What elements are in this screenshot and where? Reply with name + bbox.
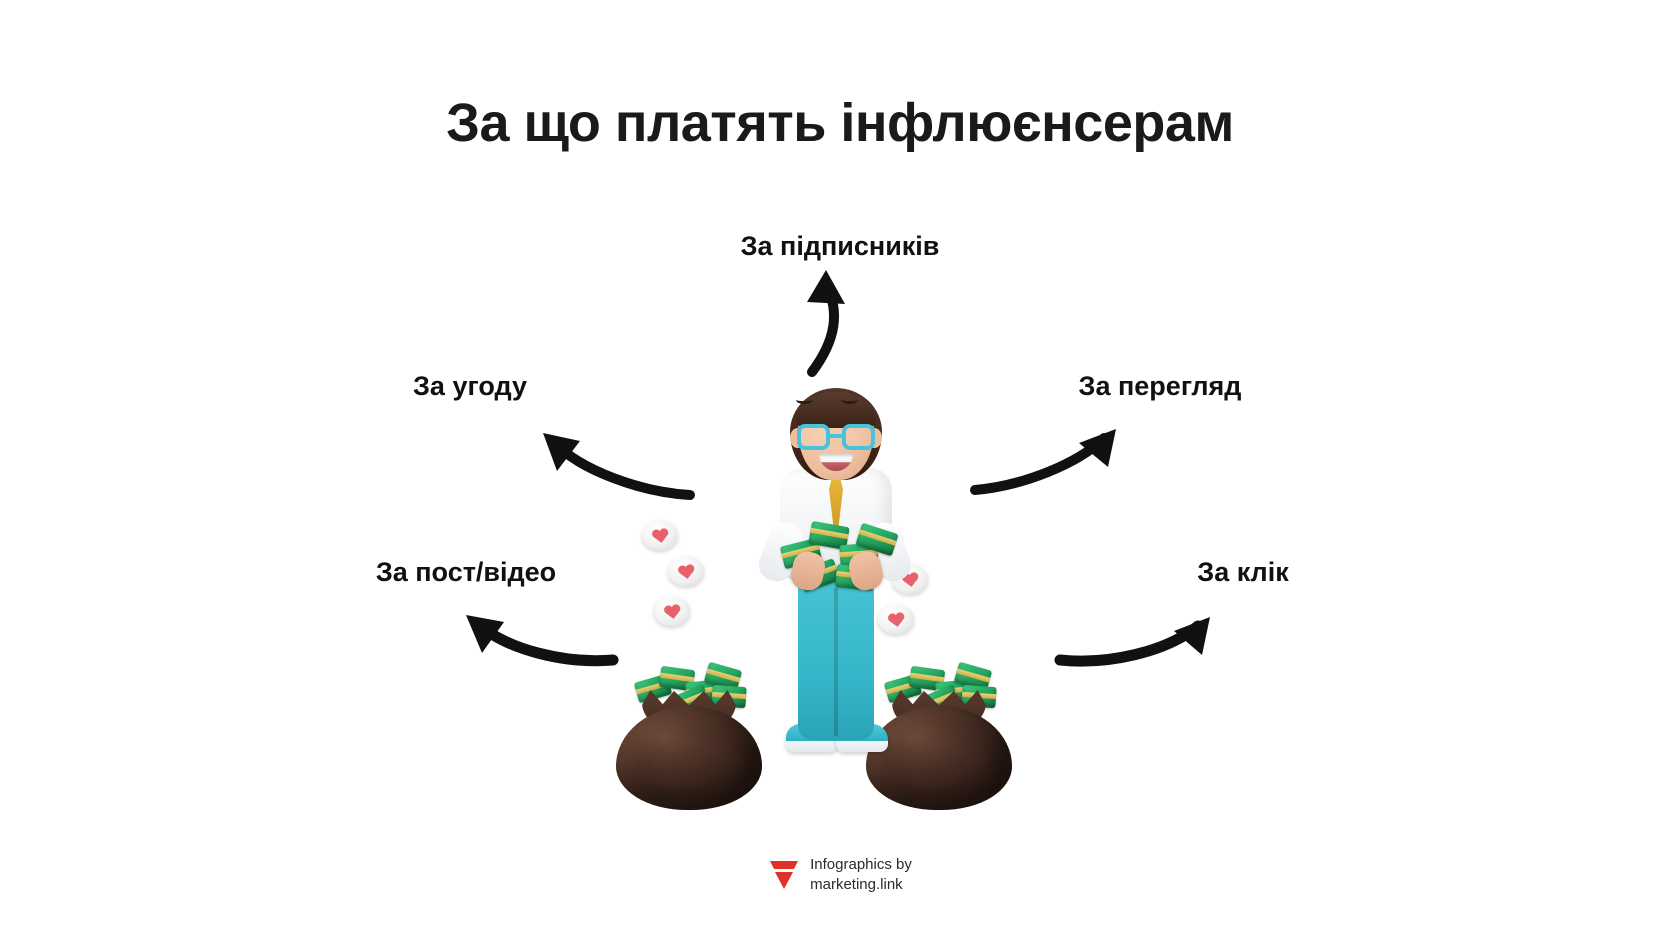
money-bag-left	[608, 660, 770, 810]
lens-right	[842, 424, 875, 450]
arrow-to-click	[1054, 617, 1210, 667]
arrow-to-post-video	[466, 615, 619, 667]
like-heart-icon	[668, 556, 704, 586]
footer-line-1: Infographics by	[810, 856, 912, 873]
like-heart-icon	[878, 604, 914, 634]
like-heart-icon	[654, 596, 690, 626]
head	[788, 386, 884, 486]
like-heart-icon	[642, 520, 678, 550]
bag-body	[866, 706, 1012, 810]
smiling-mouth	[819, 454, 853, 471]
bag-body	[616, 706, 762, 810]
label-for-click: За клік	[1197, 557, 1289, 587]
arms-holding-cash	[753, 517, 917, 602]
footer-text: Infographics by marketing.link	[810, 855, 912, 895]
page-title: За що платять інфлюєнсерам	[446, 93, 1234, 153]
label-for-post-video: За пост/відео	[375, 557, 557, 587]
footer-credit: Infographics by marketing.link	[0, 855, 1680, 895]
glasses-icon	[797, 424, 875, 450]
footer-line-2: marketing.link	[810, 875, 903, 893]
funnel-logo-icon	[770, 860, 799, 889]
influencer-character	[736, 372, 936, 772]
glasses-bridge	[830, 434, 842, 438]
lens-left	[797, 424, 830, 450]
eye-right	[841, 396, 858, 404]
necktie	[829, 472, 843, 534]
label-for-deal: За угоду	[413, 371, 527, 401]
arrow-to-subscribers	[807, 270, 845, 377]
label-for-view: За перегляд	[1078, 371, 1242, 401]
money-bag-right	[858, 660, 1020, 810]
label-for-subscribers: За підписників	[740, 231, 940, 261]
central-illustration	[616, 380, 1060, 830]
eye-left	[796, 396, 813, 404]
leg-split	[834, 588, 838, 736]
